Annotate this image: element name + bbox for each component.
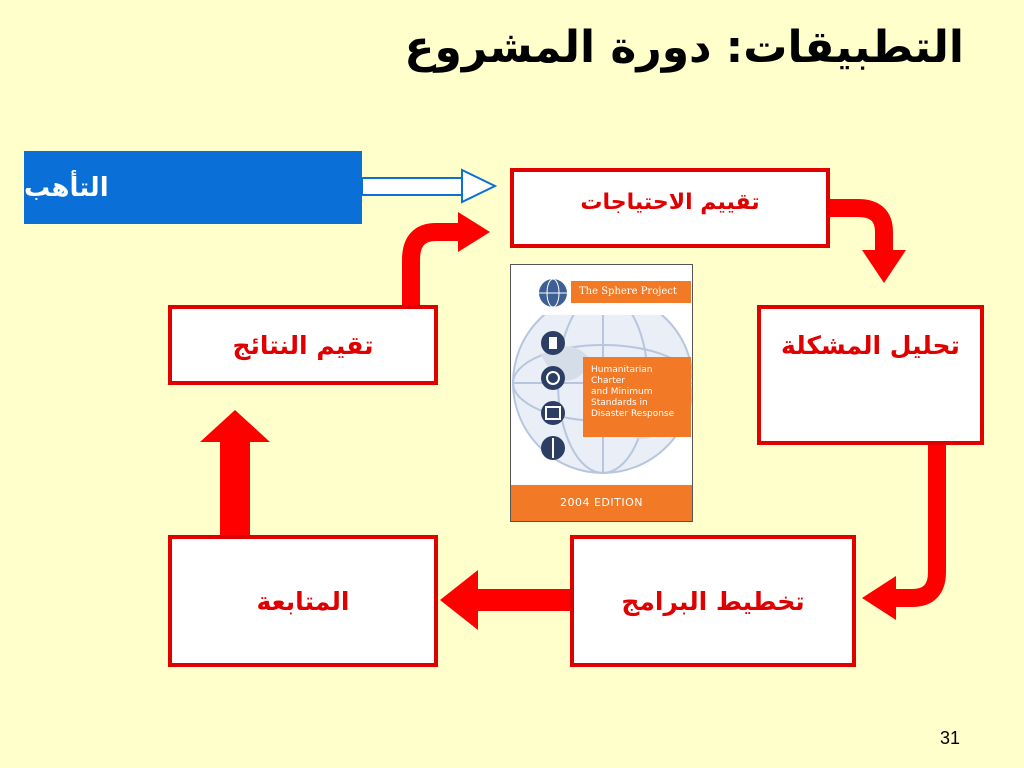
shelter-icon [541,401,565,425]
problem-analysis-box: تحليل المشكلة [757,305,984,445]
arrow-planning-to-monitoring [440,570,570,630]
cover-line: and Minimum [591,387,653,397]
slide-title: التطبيقات: دورة المشروع [404,22,964,73]
arrow-needs-to-analysis [830,199,906,283]
preparedness-arrow [361,168,498,204]
results-evaluation-label: تقيم النتائج [232,330,374,360]
sphere-book-cover: The Sphere Project Humanitarian Charter … [510,264,693,522]
cover-header: The Sphere Project [571,281,691,303]
cover-title-panel: Humanitarian Charter and Minimum Standar… [583,357,691,437]
page-number: 31 [939,728,960,748]
cover-edition: 2004 EDITION [511,485,692,521]
arrow-analysis-to-planning [862,445,946,620]
results-evaluation-box: تقيم النتائج [168,305,438,385]
arrow-results-to-needs [402,212,490,305]
cover-line: Humanitarian [591,365,653,375]
preparedness-label: التأهب [24,172,109,203]
problem-analysis-label: تحليل المشكلة [781,331,960,360]
cover-line: Disaster Response [591,409,675,419]
needs-assessment-label: تقييم الاحتياجات [580,190,760,215]
preparedness-box: التأهب [24,151,362,224]
program-planning-label: تخطيط البرامج [621,586,805,616]
program-planning-box: تخطيط البرامج [570,535,856,667]
cover-line: Standards in [591,398,648,408]
needs-assessment-box: تقييم الاحتياجات [510,168,830,248]
title-part-1: التطبيقات: [725,22,964,73]
food-icon [541,366,565,390]
arrow-monitoring-to-results [200,410,270,536]
monitoring-box: المتابعة [168,535,438,667]
cover-line: Charter [591,376,625,386]
monitoring-label: المتابعة [256,586,350,616]
title-part-2: دورة المشروع [404,22,712,73]
